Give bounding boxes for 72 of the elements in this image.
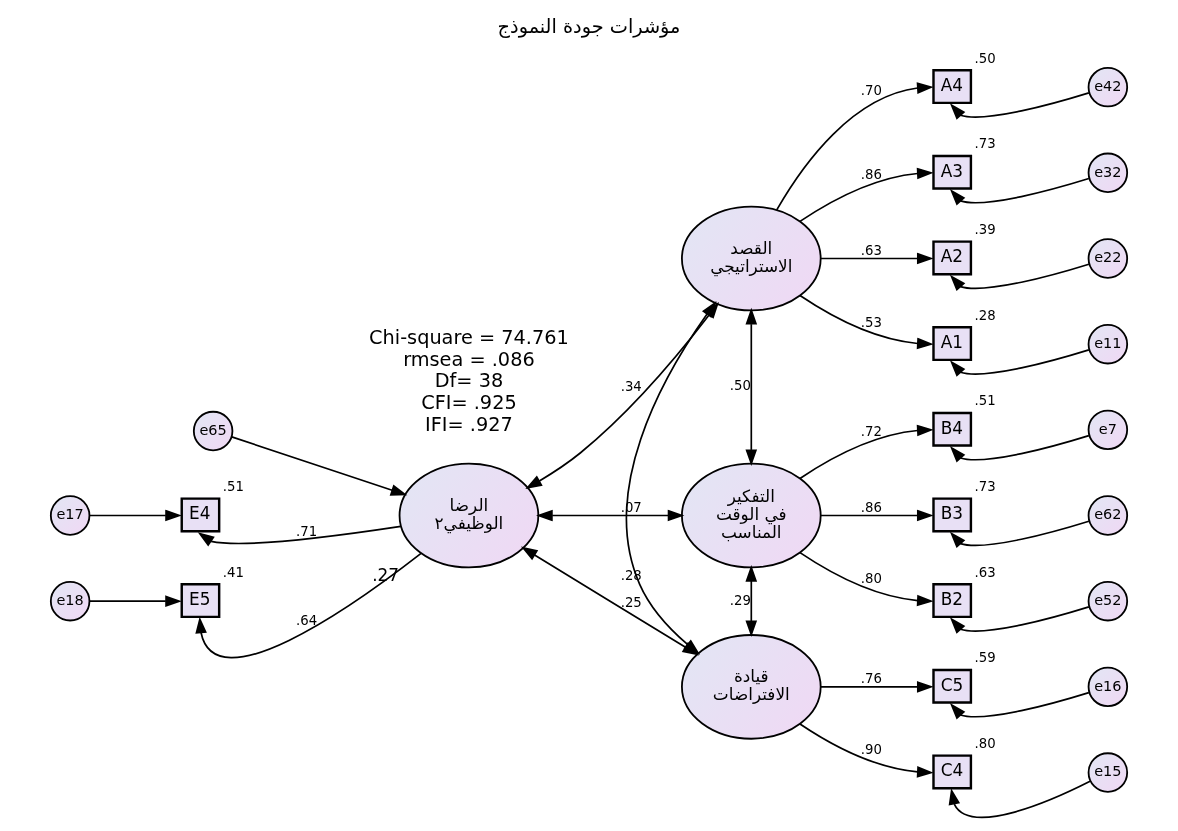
edge-label: .71 [296,523,318,539]
arrow [819,509,934,522]
edge-label: .29 [729,592,751,608]
label: rmsea = .086 [403,347,535,371]
node-label: .80 [974,736,996,752]
node-circle: e11 [1087,323,1129,365]
label: Chi-square = 74.761 [369,325,569,349]
node-circle: e65 [192,410,234,452]
arrow [949,434,1090,463]
node-circle: e42 [1087,66,1129,108]
node-circle: e15 [1087,752,1129,793]
arrow [819,252,934,265]
edge-label: .34 [620,378,642,394]
node-label: .59 [974,650,996,666]
node-circle: e7 [1087,409,1129,451]
edge-label: .80 [860,570,882,586]
node-label: .73 [974,479,996,495]
arrow [536,509,685,522]
label: Df= 38 [434,369,504,393]
arrow [197,525,402,547]
edge-label: .70 [860,83,882,99]
edge-label: .90 [860,742,882,758]
node-label: .51 [222,479,244,495]
arrow [745,564,758,638]
node-label: .41 [222,564,244,580]
label: CFI= .925 [421,391,517,415]
arrow [799,167,934,223]
arrow [949,606,1090,634]
node-label: .51 [974,393,996,409]
arrow [949,520,1090,549]
arrow [819,681,934,693]
arrow [799,723,934,778]
node-circle: e32 [1087,152,1129,194]
node-circle: e16 [1087,666,1129,708]
edge-label: .86 [860,499,882,515]
arrow [949,177,1090,206]
node-label: .39 [974,222,996,238]
node-circle: e52 [1087,580,1129,622]
edge-label: .50 [729,378,751,394]
edge-label: .63 [860,242,882,258]
node-circle: e17 [49,495,91,536]
arrow [745,307,758,467]
arrow [88,595,182,608]
edge-label: .64 [296,613,318,629]
arrow [195,552,422,659]
node-circle: e22 [1087,238,1129,279]
arrow [230,436,408,496]
edge-label: .25 [620,594,642,610]
arrow [88,509,182,522]
arrow [949,263,1090,292]
diagram-title: مؤشرات جودة النموذج [497,15,681,39]
node-ellipse: التفكير في الوقت المناسب [681,462,822,569]
edge-label: .53 [860,315,882,331]
node-label: .50 [974,50,996,66]
arrow [799,424,934,480]
node-ellipse: القصد الاستراتيجي [681,205,822,312]
arrow [799,294,934,350]
label: IFI= .927 [425,412,513,436]
node-label: .63 [974,564,996,580]
arrow [949,92,1090,120]
arrow [775,82,934,211]
node-label: .28 [974,307,996,323]
edge-label: .76 [860,671,882,686]
arrow [949,349,1090,377]
arrow [949,691,1090,720]
node-circle: e18 [49,580,91,622]
node-circle: e62 [1087,495,1129,536]
node-label: .73 [974,136,996,152]
edge-label: .72 [860,423,882,439]
arrow [948,780,1091,819]
edge-label: .86 [860,166,882,182]
arrow [799,551,934,607]
